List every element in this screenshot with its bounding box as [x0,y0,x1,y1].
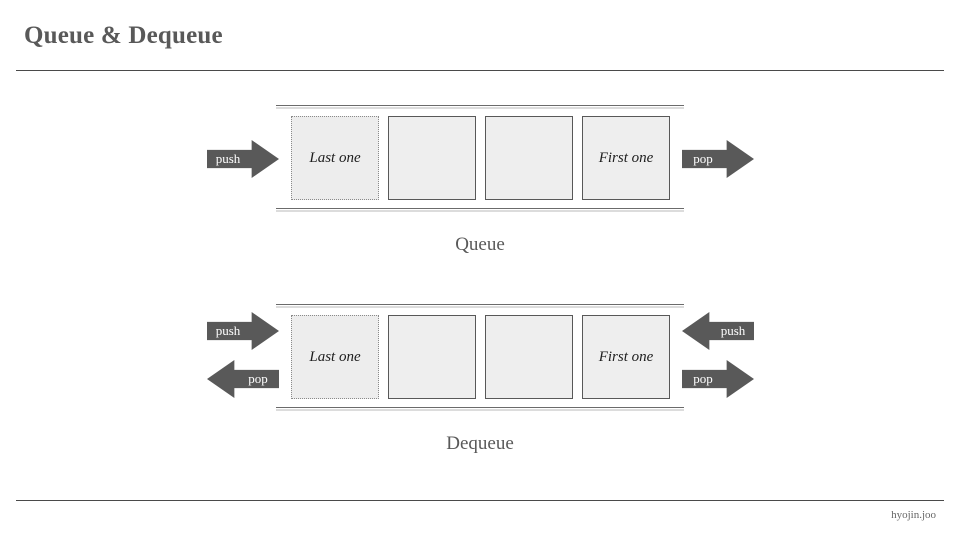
queue-cell-1[interactable]: Last one [291,116,379,200]
dequeue-right-push-arrow-label: push [720,323,746,338]
queue-cell-2[interactable] [388,116,476,200]
dequeue-right-pop-arrow[interactable]: pop [682,360,754,398]
dequeue-left-pop-arrow[interactable]: pop [207,360,279,398]
dequeue-cell-1[interactable]: Last one [291,315,379,399]
footer-divider [16,500,944,501]
footer-credit: hyojin.joo [891,509,936,521]
dequeue-caption: Dequeue [446,433,514,454]
dequeue-left-pop-arrow-label: pop [248,371,268,386]
dequeue-rail-bottom [276,407,684,408]
dequeue-left-push-arrow-label: push [215,323,241,338]
dequeue-left-push-arrow[interactable]: push [207,312,279,350]
queue-caption: Queue [455,234,505,255]
dequeue-rail-top [276,304,684,305]
queue-push-arrow-label: push [215,151,241,166]
dequeue-right-push-arrow[interactable]: push [682,312,754,350]
queue-cell-3[interactable] [485,116,573,200]
queue-pop-arrow[interactable]: pop [682,140,754,178]
queue-push-arrow[interactable]: push [207,140,279,178]
header-divider [16,70,944,71]
queue-cell-4[interactable]: First one [582,116,670,200]
dequeue-cell-2[interactable] [388,315,476,399]
page-title: Queue & Dequeue [24,22,223,49]
dequeue-cell-3[interactable] [485,315,573,399]
queue-rail-bottom [276,208,684,209]
queue-pop-arrow-label: pop [693,151,713,166]
dequeue-right-pop-arrow-label: pop [693,371,713,386]
queue-rail-top [276,105,684,106]
queue-cells: Last one First one [291,116,670,200]
dequeue-cell-4[interactable]: First one [582,315,670,399]
dequeue-cells: Last one First one [291,315,670,399]
